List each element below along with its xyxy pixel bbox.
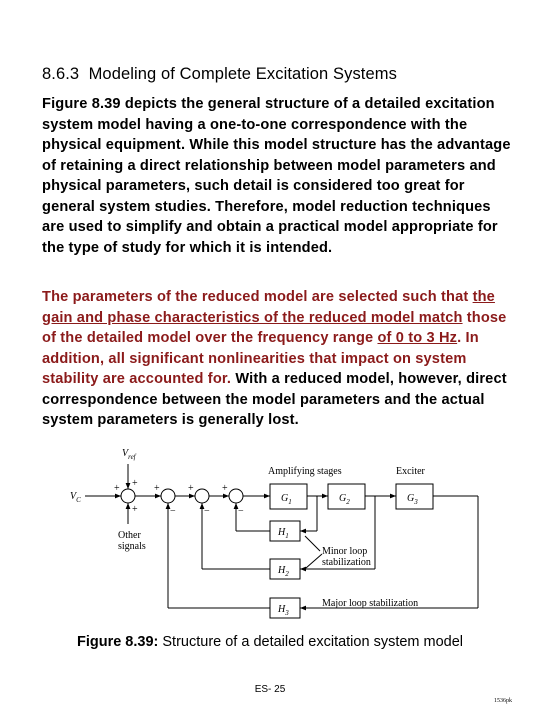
page-number: ES- 25 [254,684,286,695]
paragraph-2-underlined-1: the gain and phase characteristics of th… [42,289,495,326]
section-heading: 8.6.3 Modeling of Complete Excitation Sy… [42,64,512,84]
summing-junction-2 [160,488,176,504]
document-code: 1536pk [494,698,512,704]
paragraph-2-underlined-2: of 0 to 3 Hz [377,330,458,346]
paragraph-2-text-1: The parameters of the reduced model are … [42,289,473,305]
plus-sign: + [132,478,138,489]
plus-sign: + [222,483,228,494]
h3-label: H3 [277,604,289,617]
plus-sign: + [154,483,160,494]
g3-label: G3 [407,493,418,506]
g1-block [269,483,308,510]
paragraph-1: Figure 8.39 depicts the general structur… [42,96,511,256]
figure-caption-text: Structure of a detailed excitation syste… [158,634,464,650]
vc-label: VC [70,491,81,504]
g3-block [395,483,434,510]
section-number: 8.6.3 [42,65,80,83]
figure-caption: Figure 8.39: Structure of a detailed exc… [0,633,540,651]
amplifying-stages-label: Amplifying stages [268,466,342,477]
paragraph-2-text-3: . In addition, all significant nonlinear… [42,330,479,387]
major-loop-label: Major loop stabilization [322,598,418,609]
minus-sign: − [238,506,244,517]
minus-sign: − [204,506,210,517]
g1-label: G1 [281,493,292,506]
paragraph-2: The parameters of the reduced model are … [42,287,512,431]
plus-sign: + [114,483,120,494]
plus-sign: + [188,483,194,494]
h1-label: H1 [277,527,289,540]
exciter-label: Exciter [396,466,426,477]
g2-block [327,483,366,510]
h2-label: H2 [277,565,289,578]
summing-junction-3 [194,488,210,504]
g2-label: G2 [339,493,350,506]
summing-junction-1 [120,488,136,504]
summing-junction-4 [228,488,244,504]
paragraph-2-text-2: those of the detailed model over the fre… [42,309,507,347]
vref-label: Vref [122,448,137,461]
paragraph-2-text-4: With a reduced model, however, direct co… [42,371,507,428]
plus-sign: + [132,504,138,515]
minus-sign: − [170,506,176,517]
figure-caption-label: Figure 8.39: [76,634,159,650]
section-title: Modeling of Complete Excitation Systems [88,65,397,83]
